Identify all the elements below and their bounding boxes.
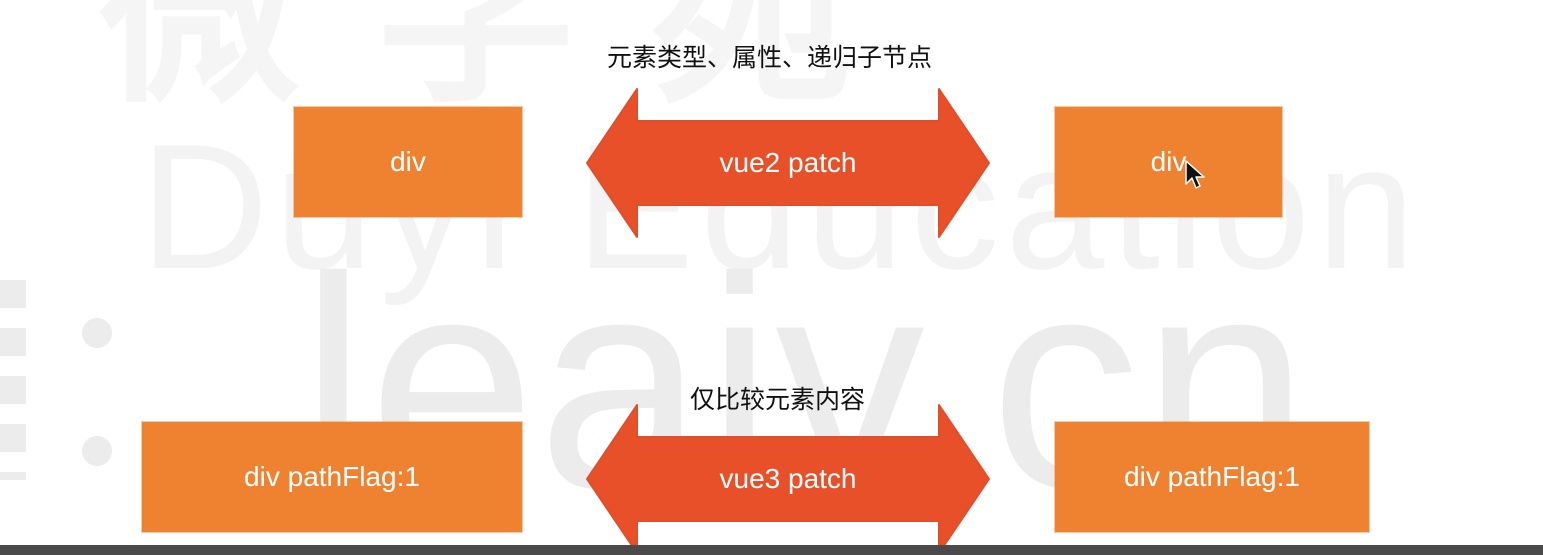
vue2-patch-arrow: vue2 patch [585, 87, 991, 239]
vue3-new-node-label: div pathFlag:1 [1124, 461, 1300, 492]
vue2-old-node-label: div [390, 146, 426, 177]
vue3-patch-arrow: vue3 patch [585, 403, 991, 555]
vue2-old-node: div [294, 107, 522, 217]
vue3-old-node: div pathFlag:1 [142, 422, 522, 532]
watermark-edge-glyph [0, 280, 26, 480]
double-arrow-icon [586, 88, 990, 238]
vue3-new-node: div pathFlag:1 [1055, 422, 1369, 532]
vue2-new-node-label: div [1150, 146, 1187, 177]
bottom-caption: 仅比较元素内容 [690, 385, 866, 414]
vue2-patch-label: vue2 patch [719, 147, 857, 178]
watermark-colon [82, 318, 112, 468]
mouse-pointer-icon [1185, 160, 1205, 194]
top-caption: 元素类型、属性、递归子节点 [607, 43, 933, 72]
vue2-new-node: div [1055, 107, 1282, 217]
vue3-patch-label: vue3 patch [719, 463, 857, 494]
double-arrow-icon [586, 404, 990, 554]
vue3-old-node-label: div pathFlag:1 [244, 461, 420, 492]
player-progress-bar[interactable] [0, 545, 1543, 555]
